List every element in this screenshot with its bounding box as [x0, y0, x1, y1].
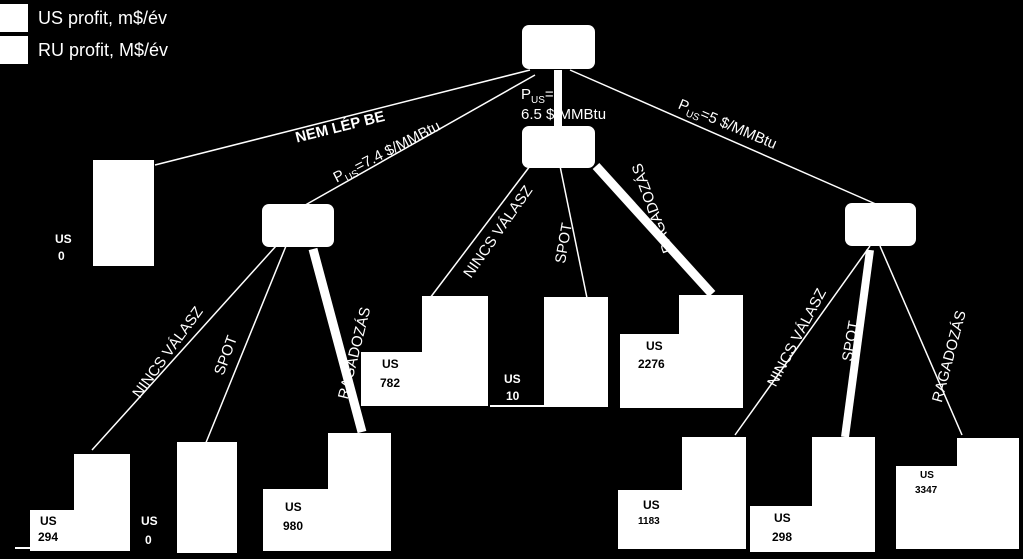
leaf-p65-spot-us-label: US [504, 372, 521, 386]
leaf-p74-ragadozas-us-bar [263, 489, 329, 551]
leaf-p5-ragadozas-ru-bar [957, 438, 1019, 549]
leaf-p5-nincs-us-bar [618, 490, 683, 549]
price-symbol: P [521, 86, 532, 103]
edge-p74-nincs [91, 245, 277, 451]
leaf-p5-ragadozas-us-value: 3347 [915, 485, 938, 496]
leaf-p65-nincs-us-bar [361, 352, 423, 406]
leaf-p74-ragadozas-us-value: 980 [283, 519, 304, 533]
leaf-p5-ragadozas-us-label: US [920, 470, 934, 481]
price-equals: = [544, 86, 554, 103]
leaf-p65-spot-us-value: 10 [506, 389, 520, 403]
leaf-p74-nincs-ru-bar [74, 454, 130, 551]
leaf-p65-nincs-ru-bar [422, 296, 488, 406]
edge-root-p5 [569, 69, 879, 206]
leaf-p65-nincs-us-value: 782 [380, 376, 401, 390]
leaf-nem-lep-be-ru-bar [93, 160, 154, 266]
leaf-nem-lep-be-us-label: US [55, 232, 72, 246]
edge-p65-spot [559, 165, 588, 299]
leaf-p74-spot-us-label: US [141, 514, 158, 528]
leaf-p5-spot-us-label: US [774, 511, 791, 525]
leaf-p74-ragadozas-ru-bar [328, 433, 391, 551]
leaf-p65-ragadozas-us-label: US [646, 339, 663, 353]
edge-p65-ragadozas [592, 162, 716, 298]
leaf-p65-ragadozas-ru-bar [679, 295, 743, 408]
leaf-p74-nincs-us-bar [30, 510, 75, 551]
leaf-p5-spot-us-bar [750, 506, 813, 552]
edge-p5-spot [841, 249, 874, 438]
leaf-p74-ragadozas-us-label: US [285, 500, 302, 514]
leaf-p5-nincs-us-value: 1183 [638, 516, 660, 527]
root-node [522, 25, 595, 69]
leaf-p5-spot-ru-bar [812, 437, 875, 552]
branch-label-p65-line2: 6.5 $/MMBtu [521, 106, 607, 123]
leaf-p5-spot-us-value: 298 [772, 530, 793, 544]
leaf-p65-ragadozas-us-value: 2276 [638, 357, 665, 371]
edge-root-p74 [299, 74, 536, 209]
legend-us-label: US profit, m$/év [38, 8, 168, 28]
legend-us-swatch [0, 4, 28, 32]
leaf-p5-nincs-ru-bar [682, 437, 746, 549]
edge-root-nem-lep-be [154, 69, 531, 166]
leaf-p5-nincs-us-label: US [643, 498, 660, 512]
leaf-p74-nincs-us-label: US [40, 514, 57, 528]
legend-ru-label: RU profit, M$/év [38, 40, 169, 60]
leaf-p65-nincs-us-label: US [382, 357, 399, 371]
leaf-p74-spot-ru-bar [177, 442, 237, 553]
branch-label-p65-line1: PUS= [521, 87, 554, 109]
leaf-p74-nincs-us-value: 294 [38, 530, 59, 544]
node-p5 [845, 203, 916, 246]
legend-ru-swatch [0, 36, 28, 64]
leaf-p65-spot-ru-bar [544, 297, 608, 407]
node-p74 [262, 204, 334, 247]
edge-p5-nincs [734, 245, 871, 436]
edge-p65-nincs [429, 165, 531, 299]
price-subscript: US [531, 95, 545, 106]
leaf-p5-ragadozas-us-bar [896, 466, 958, 549]
edge-p74-ragadozas [308, 247, 367, 434]
node-p65 [522, 126, 595, 168]
edge-p74-spot [204, 245, 287, 446]
edge-p5-ragadozas [879, 245, 963, 436]
leaf-p74-spot-us-value: 0 [145, 533, 152, 547]
leaf-nem-lep-be-us-value: 0 [58, 249, 65, 263]
leaf-p65-ragadozas-us-bar [620, 334, 680, 408]
